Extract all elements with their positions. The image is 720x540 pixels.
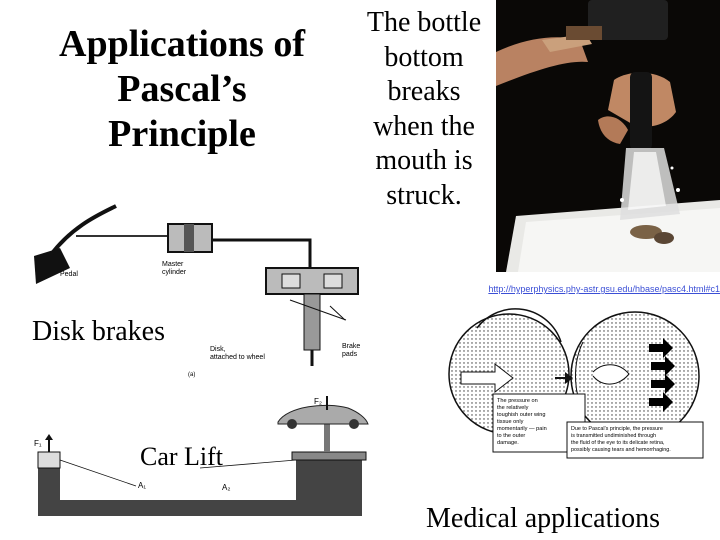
eye-right-note-line: the fluid of the eye to its delicate ret… (571, 440, 665, 446)
pedal-label: Pedal (60, 271, 78, 278)
bottle-photo (496, 0, 720, 272)
source-link[interactable]: http://hyperphysics.phy-astr.gsu.edu/hba… (488, 284, 720, 294)
eye-left-note-line: toughish outer wing (497, 412, 546, 418)
eye-left-note-line: tissue only (497, 419, 524, 425)
svg-text:The pressure on the relati: The pressure on the relatively toughish … (497, 398, 548, 446)
master-cylinder-label-1: Master (162, 261, 184, 268)
master-cylinder-label-2: cylinder (162, 269, 187, 276)
disk-brake-diagram: Pedal Master cylinder Disk, attached to … (34, 204, 360, 378)
brake-pads-label-2: pads (342, 351, 358, 358)
eye-pressure-diagram: The pressure on the relatively toughish … (448, 308, 704, 459)
eye-left-note-line: damage. (497, 440, 519, 446)
disk-label-2: attached to wheel (210, 354, 265, 361)
eye-left-note-line: to the outer (497, 433, 525, 439)
a1-label: A₁ (138, 481, 146, 490)
svg-text:Due to Pascal’s principle, the: Due to Pascal’s principle, the pressure … (571, 426, 671, 453)
brake-pads-label: Brake (342, 343, 360, 350)
bottle-caption: The bottle bottom breaks when the mouth … (366, 7, 482, 211)
disk-brakes-label: Disk brakes (32, 316, 165, 347)
medical-applications-label: Medical applications (426, 503, 661, 534)
eye-right-note-line: Due to Pascal’s principle, the pressure (571, 426, 663, 432)
eye-left-note-line: The pressure on (497, 398, 538, 404)
eye-right-note-line: possibly causing tears and hemorrhaging. (571, 447, 671, 453)
slide-title: Applications of Pascal’s Principle (59, 23, 305, 155)
disk-label: Disk, (210, 346, 226, 353)
eye-right-note-line: is transmitted undiminished through (571, 433, 656, 439)
eye-left-note-line: momentarily — pain (497, 426, 547, 432)
car-lift-label: Car Lift (140, 442, 224, 471)
a2-label: A₂ (222, 483, 230, 492)
eye-left-note-line: the relatively (497, 405, 529, 411)
car-lift-diagram: F₁ A₁ F₂ A₂ (34, 396, 369, 516)
figure-tag: (a) (188, 372, 195, 378)
f2-label: F₂ (314, 397, 322, 406)
f1-label: F₁ (34, 439, 42, 448)
